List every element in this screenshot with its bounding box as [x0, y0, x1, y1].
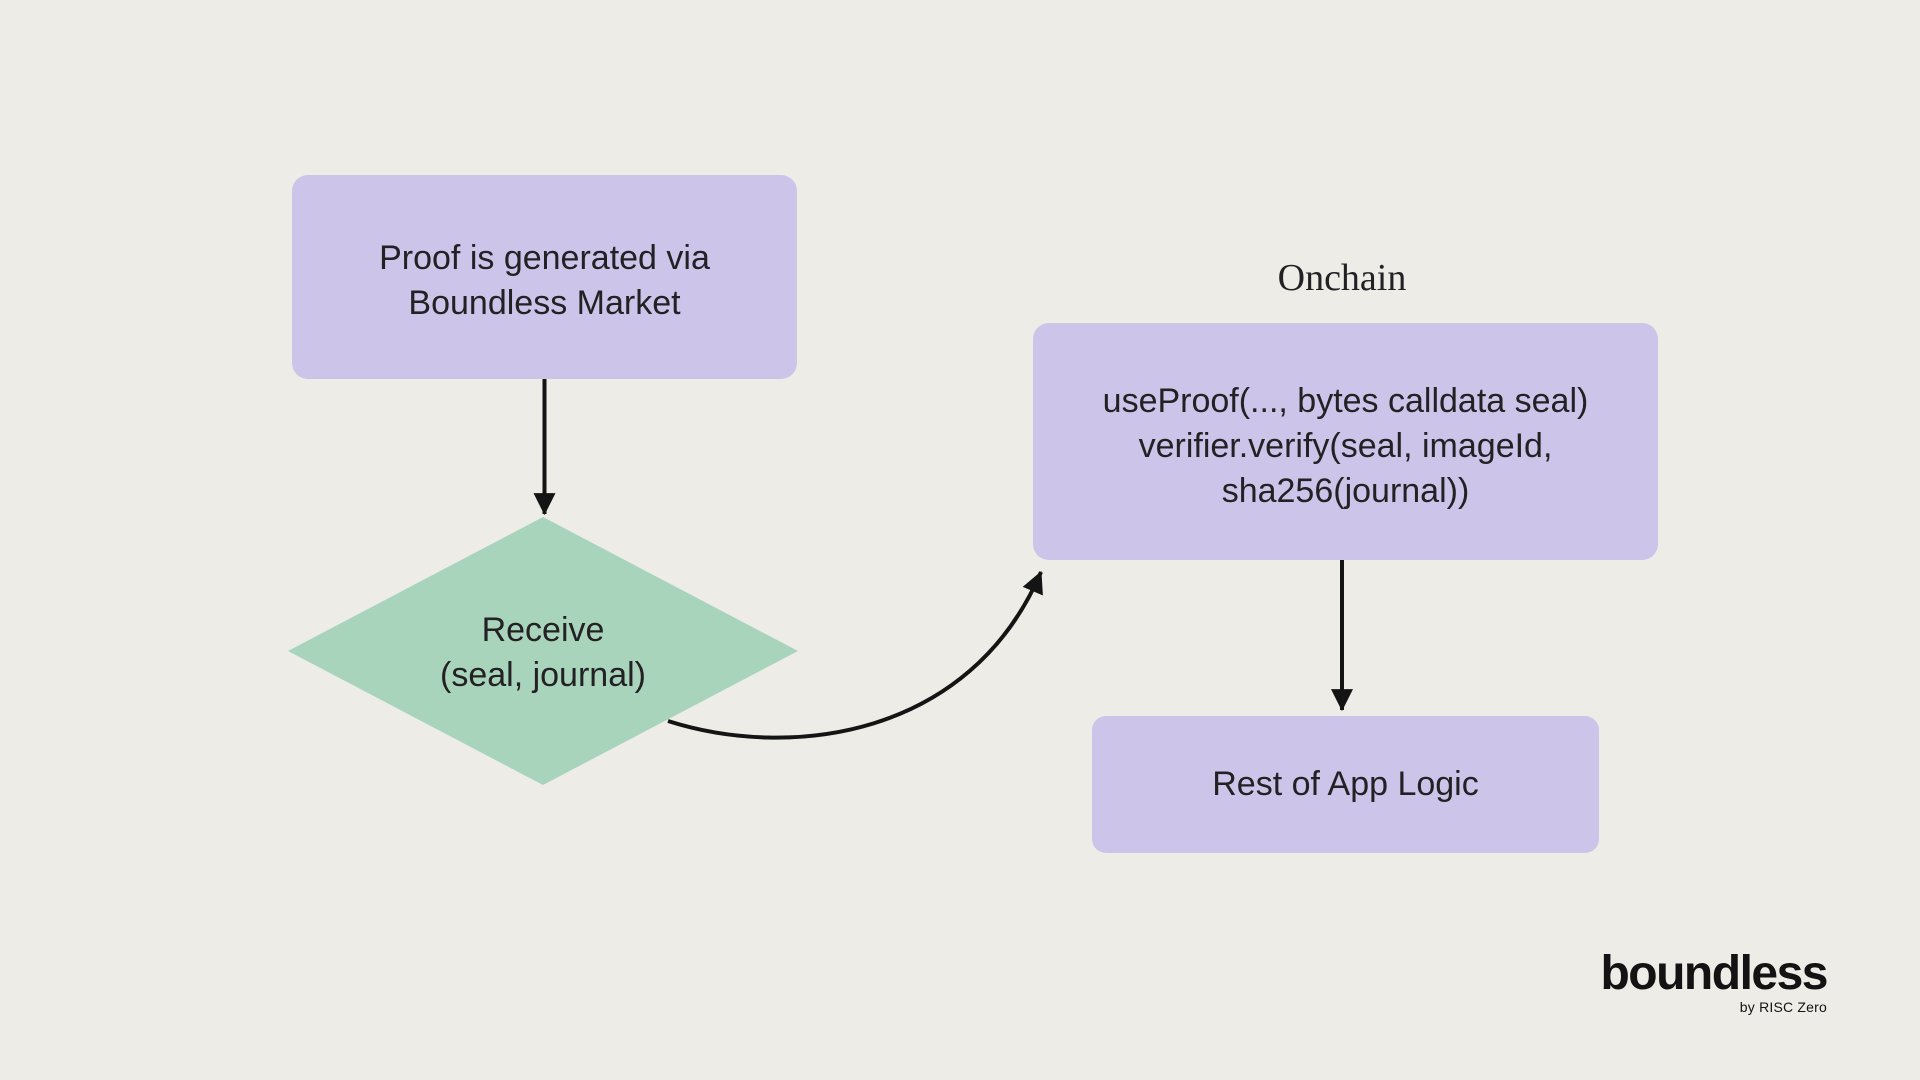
node-verify-line-1: useProof(..., bytes calldata seal): [1102, 382, 1589, 420]
brand-byline: by RISC Zero: [1739, 999, 1827, 1015]
node-proof-line-1: Proof is generated via: [379, 239, 710, 277]
brand-logo: boundless by RISC Zero: [1600, 947, 1828, 1016]
node-receive-line-1: Receive: [481, 611, 605, 649]
node-rest-of-app-logic: Rest of App Logic: [1092, 716, 1599, 853]
onchain-section-label: Onchain: [1277, 257, 1407, 299]
node-verify-line-3: sha256(journal)): [1221, 472, 1470, 510]
node-proof-line-2: Boundless Market: [408, 284, 681, 322]
node-receive-diamond: Receive (seal, journal): [288, 517, 798, 785]
node-verify-onchain: useProof(..., bytes calldata seal) verif…: [1033, 323, 1658, 560]
node-proof-generated: Proof is generated via Boundless Market: [292, 175, 797, 379]
node-applogic-line-1: Rest of App Logic: [1212, 765, 1479, 803]
brand-wordmark: boundless: [1600, 947, 1828, 1000]
node-receive-line-2: (seal, journal): [440, 656, 646, 694]
node-verify-line-2: verifier.verify(seal, imageId,: [1138, 427, 1553, 465]
